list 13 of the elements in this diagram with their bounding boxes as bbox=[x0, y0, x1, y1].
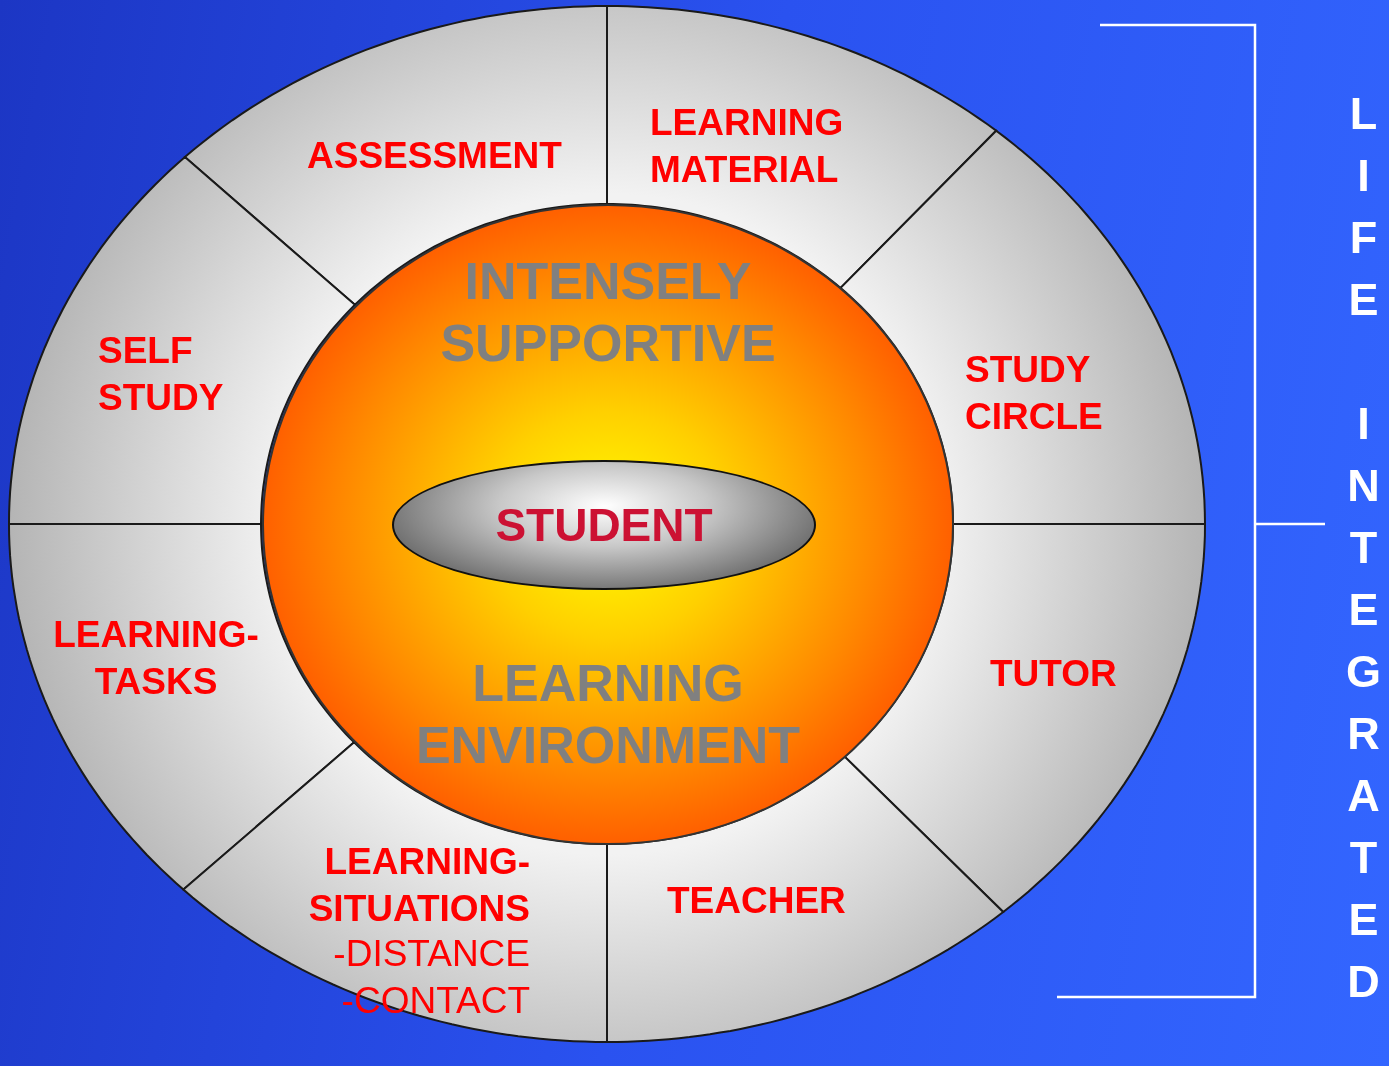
sector-label: LEARNING MATERIAL bbox=[650, 101, 845, 192]
vertical-label: LIFE INTEGRATED bbox=[1338, 88, 1388, 1018]
circle-heading: LEARNING ENVIRONMENT bbox=[414, 653, 802, 776]
sector-label: TEACHER bbox=[667, 879, 846, 923]
circle-heading: INTENSELY SUPPORTIVE bbox=[439, 251, 777, 374]
sector-label: SELF STUDY bbox=[98, 329, 225, 420]
sector-label: ASSESSMENT bbox=[307, 134, 562, 178]
ellipse-label: STUDENT bbox=[495, 498, 713, 552]
sector-label: STUDY CIRCLE bbox=[965, 348, 1104, 439]
sector-label: LEARNING- SITUATIONS bbox=[307, 840, 530, 931]
sector-label: TUTOR bbox=[990, 652, 1117, 696]
sector-label: LEARNING- TASKS bbox=[52, 613, 260, 704]
ring-sector bbox=[839, 129, 1206, 525]
